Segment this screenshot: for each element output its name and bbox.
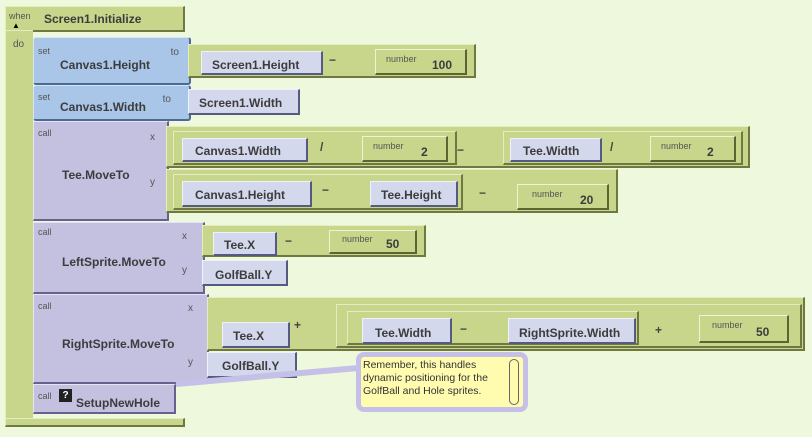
- getter-golfball-y[interactable]: GolfBall.Y: [202, 260, 288, 286]
- collapse-arrow-icon[interactable]: ▲: [12, 21, 20, 30]
- event-footer: [5, 418, 185, 427]
- op-minus: −: [329, 53, 337, 67]
- comment-bubble[interactable]: Remember, this handles dynamic positioni…: [356, 352, 528, 412]
- event-name: Screen1.Initialize: [44, 12, 142, 26]
- getter-screen1-height[interactable]: Screen1.Height: [201, 51, 323, 75]
- set-canvas-width-block[interactable]: set to Canvas1.Width: [33, 85, 191, 121]
- help-icon[interactable]: ?: [59, 389, 72, 402]
- comment-scrollbar[interactable]: [509, 359, 519, 405]
- call-setupnewhole[interactable]: call ? SetupNewHole: [33, 384, 176, 414]
- number-block[interactable]: number 100: [375, 49, 467, 75]
- set-label: set: [38, 46, 51, 56]
- set-canvas-height-block[interactable]: set to Canvas1.Height: [33, 37, 191, 85]
- when-label: when: [9, 11, 31, 21]
- call-rightsprite-moveto[interactable]: call x y RightSprite.MoveTo: [33, 294, 209, 384]
- to-label: to: [170, 47, 179, 58]
- event-block-screen1-initialize[interactable]: when ▲ Screen1.Initialize: [5, 6, 185, 32]
- right-x-plus[interactable]: Tee.X + Tee.Width − RightSprite.Width + …: [207, 297, 805, 351]
- minus-block[interactable]: Screen1.Height − number 100: [188, 44, 476, 78]
- set-target: Canvas1.Height: [60, 58, 151, 72]
- comment-text: Remember, this handles dynamic positioni…: [363, 359, 488, 397]
- event-do-bar: do: [5, 30, 33, 424]
- do-label: do: [13, 39, 25, 50]
- getter-screen1-width[interactable]: Screen1.Width: [188, 89, 300, 115]
- call-tee-moveto[interactable]: call x y Tee.MoveTo: [33, 121, 169, 221]
- call-leftsprite-moveto[interactable]: call x y LeftSprite.MoveTo: [33, 222, 205, 294]
